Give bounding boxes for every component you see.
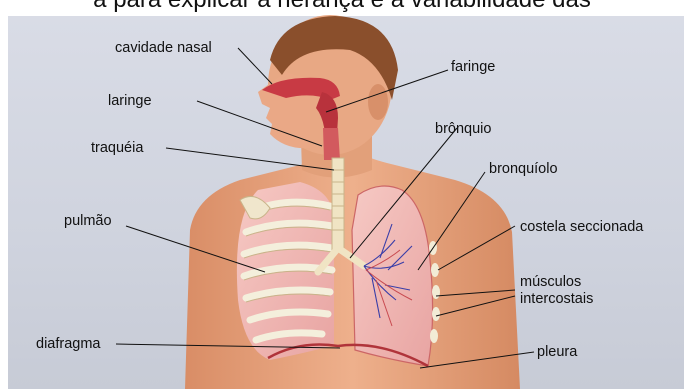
- label-faringe: faringe: [451, 59, 495, 75]
- label-laringe: laringe: [108, 93, 152, 109]
- label-diafragma: diafragma: [36, 336, 100, 352]
- larynx: [323, 128, 340, 160]
- label-bronquio: brônquio: [435, 121, 491, 137]
- label-traqueia: traquéia: [91, 140, 143, 156]
- label-musculos: músculos: [520, 274, 581, 290]
- label-bronquiolo: bronquíolo: [489, 161, 558, 177]
- label-intercostais: intercostais: [520, 291, 593, 307]
- label-costela-seccionada: costela seccionada: [520, 219, 643, 235]
- trachea: [332, 158, 344, 250]
- ear: [368, 84, 388, 120]
- label-pleura: pleura: [537, 344, 577, 360]
- label-pulmao: pulmão: [64, 213, 112, 229]
- label-cavidade-nasal: cavidade nasal: [115, 40, 212, 56]
